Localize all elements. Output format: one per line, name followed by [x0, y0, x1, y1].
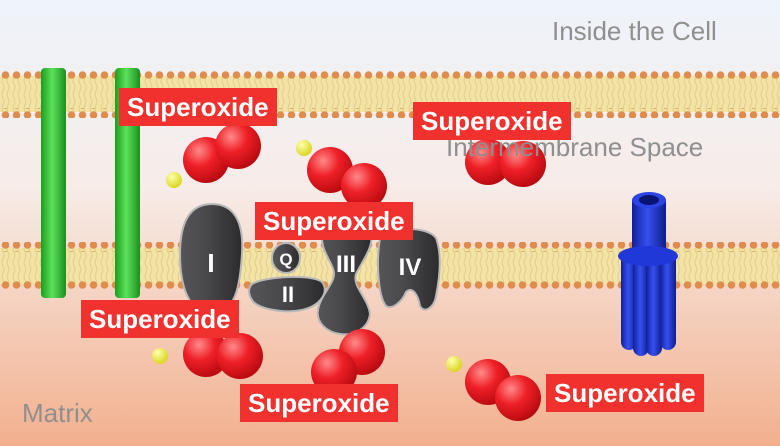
superoxide-label: Superoxide: [119, 88, 277, 126]
transporter-channel: [41, 68, 66, 298]
atp-synthase: [618, 192, 678, 356]
complex-i-label: I: [207, 248, 214, 278]
superoxide-label: Superoxide: [240, 384, 398, 422]
superoxide-molecule: [465, 139, 546, 187]
complex-iii-label: III: [336, 251, 356, 278]
superoxide-molecule: [183, 123, 261, 183]
superoxide-molecule: [307, 147, 387, 209]
electron: [166, 172, 182, 188]
region-label-cytosol: Inside the Cell: [552, 16, 717, 46]
superoxide-label: Superoxide: [255, 202, 413, 240]
complex-iv: IV: [377, 228, 441, 311]
coenzyme-q: Q: [271, 242, 301, 274]
complex-i: I: [178, 202, 244, 316]
complex-ii: II: [248, 275, 326, 313]
electron: [296, 140, 312, 156]
superoxide-label: Superoxide: [81, 300, 239, 338]
superoxide-molecule: [465, 359, 541, 421]
superoxide-molecule: [311, 329, 385, 395]
electron: [446, 356, 462, 372]
superoxide-label: Superoxide: [413, 102, 571, 140]
superoxide-label: Superoxide: [546, 374, 704, 412]
coenzyme-q-label: Q: [279, 250, 292, 269]
electron: [152, 348, 168, 364]
complex-ii-label: II: [282, 282, 294, 307]
superoxide-molecule: [183, 331, 263, 379]
region-label-matrix: Matrix: [22, 398, 93, 428]
complex-iv-label: IV: [399, 254, 422, 281]
